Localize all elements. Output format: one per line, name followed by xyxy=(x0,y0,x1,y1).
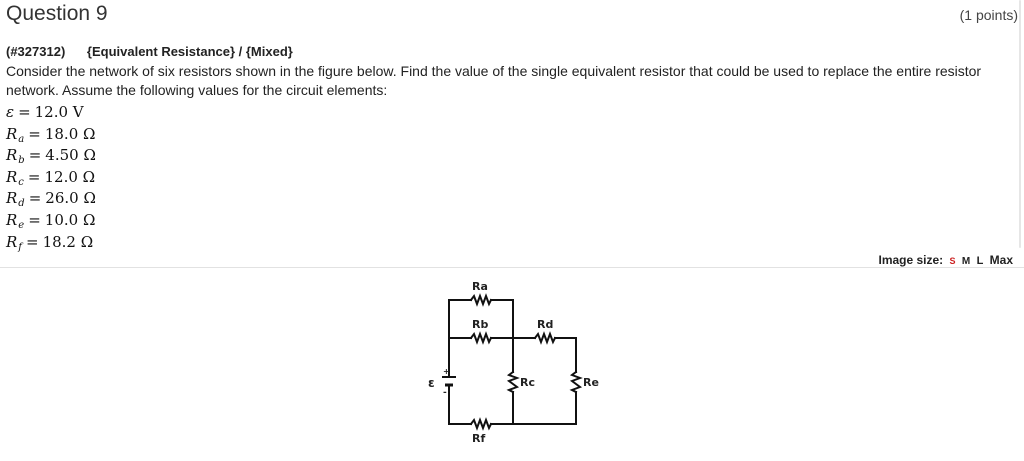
wire-rd-right xyxy=(554,337,577,373)
label-minus: - xyxy=(443,388,447,398)
variable-value: 12.0 V xyxy=(34,103,84,121)
label-plus: + xyxy=(443,367,450,376)
label-emf: ε xyxy=(428,376,435,390)
divider xyxy=(0,267,1024,268)
resistor-rd xyxy=(533,331,557,345)
variable-symbol: R xyxy=(6,189,18,208)
variable-symbol: R xyxy=(6,146,18,165)
image-size-l-option[interactable]: L xyxy=(976,255,984,267)
question-meta: (#327312) {Equivalent Resistance} / {Mix… xyxy=(6,44,293,59)
image-size-label: Image size: xyxy=(878,253,944,267)
variable-re: Re=10.0 Ω xyxy=(6,210,96,231)
wire-re-bottom xyxy=(512,391,577,425)
resistor-re xyxy=(569,370,583,394)
label-rc: Rc xyxy=(520,376,535,389)
variable-value: 18.0 Ω xyxy=(44,124,96,143)
label-rd: Rd xyxy=(537,318,553,331)
variable-subscript: f xyxy=(18,241,22,253)
scrollbar[interactable] xyxy=(1019,0,1021,248)
resistor-rb xyxy=(469,331,493,345)
label-rb: Rb xyxy=(472,318,488,331)
variable-subscript: a xyxy=(18,133,25,145)
variable-subscript: e xyxy=(18,219,25,231)
variable-emf: ε=12.0 V xyxy=(6,103,84,121)
resistor-rf xyxy=(469,417,493,431)
variable-subscript: d xyxy=(18,198,25,210)
variable-symbol: R xyxy=(6,124,18,143)
variable-rb: Rb=4.50 Ω xyxy=(6,146,96,167)
variable-subscript: c xyxy=(18,176,24,188)
variable-subscript: b xyxy=(18,155,25,167)
image-size-max-option[interactable]: Max xyxy=(989,253,1013,267)
label-re: Re xyxy=(583,376,599,389)
wire-top-right xyxy=(490,299,514,339)
variable-symbol: R xyxy=(6,167,18,186)
question-tags: {Equivalent Resistance} / {Mixed} xyxy=(86,44,293,59)
variable-list: ε=12.0 V Ra=18.0 Ω Rb=4.50 Ω Rc=12.0 Ω R… xyxy=(6,102,96,253)
variable-value: 4.50 Ω xyxy=(45,146,96,165)
image-size-s-option[interactable]: S xyxy=(949,256,956,266)
label-ra: Ra xyxy=(472,280,488,293)
variable-value: 18.2 Ω xyxy=(42,232,94,251)
variable-symbol: ε xyxy=(6,103,15,121)
variable-rd: Rd=26.0 Ω xyxy=(6,189,96,210)
variable-symbol: R xyxy=(6,232,18,251)
question-points: (1 points) xyxy=(959,7,1018,23)
question-text: Consider the network of six resistors sh… xyxy=(6,63,982,98)
variable-rf: Rf=18.2 Ω xyxy=(6,232,94,253)
wire-top xyxy=(448,299,472,307)
variable-value: 12.0 Ω xyxy=(44,167,96,186)
resistor-ra xyxy=(469,293,493,307)
variable-value: 10.0 Ω xyxy=(44,210,96,229)
variable-rc: Rc=12.0 Ω xyxy=(6,167,96,188)
image-size-m-option[interactable]: M xyxy=(961,256,971,267)
label-rf: Rf xyxy=(472,432,485,445)
resistor-rc xyxy=(506,370,520,394)
image-size-selector: Image size: S M L Max xyxy=(878,253,1013,267)
variable-symbol: R xyxy=(6,210,18,229)
wire-middle-left xyxy=(448,305,472,339)
circuit-diagram: Ra Rb Rd Rc Re Rf ε + - xyxy=(428,280,599,445)
variable-value: 26.0 Ω xyxy=(45,189,96,208)
question-id: (#327312) xyxy=(6,44,66,59)
question-title: Question 9 xyxy=(6,2,108,25)
variable-ra: Ra=18.0 Ω xyxy=(6,124,96,145)
